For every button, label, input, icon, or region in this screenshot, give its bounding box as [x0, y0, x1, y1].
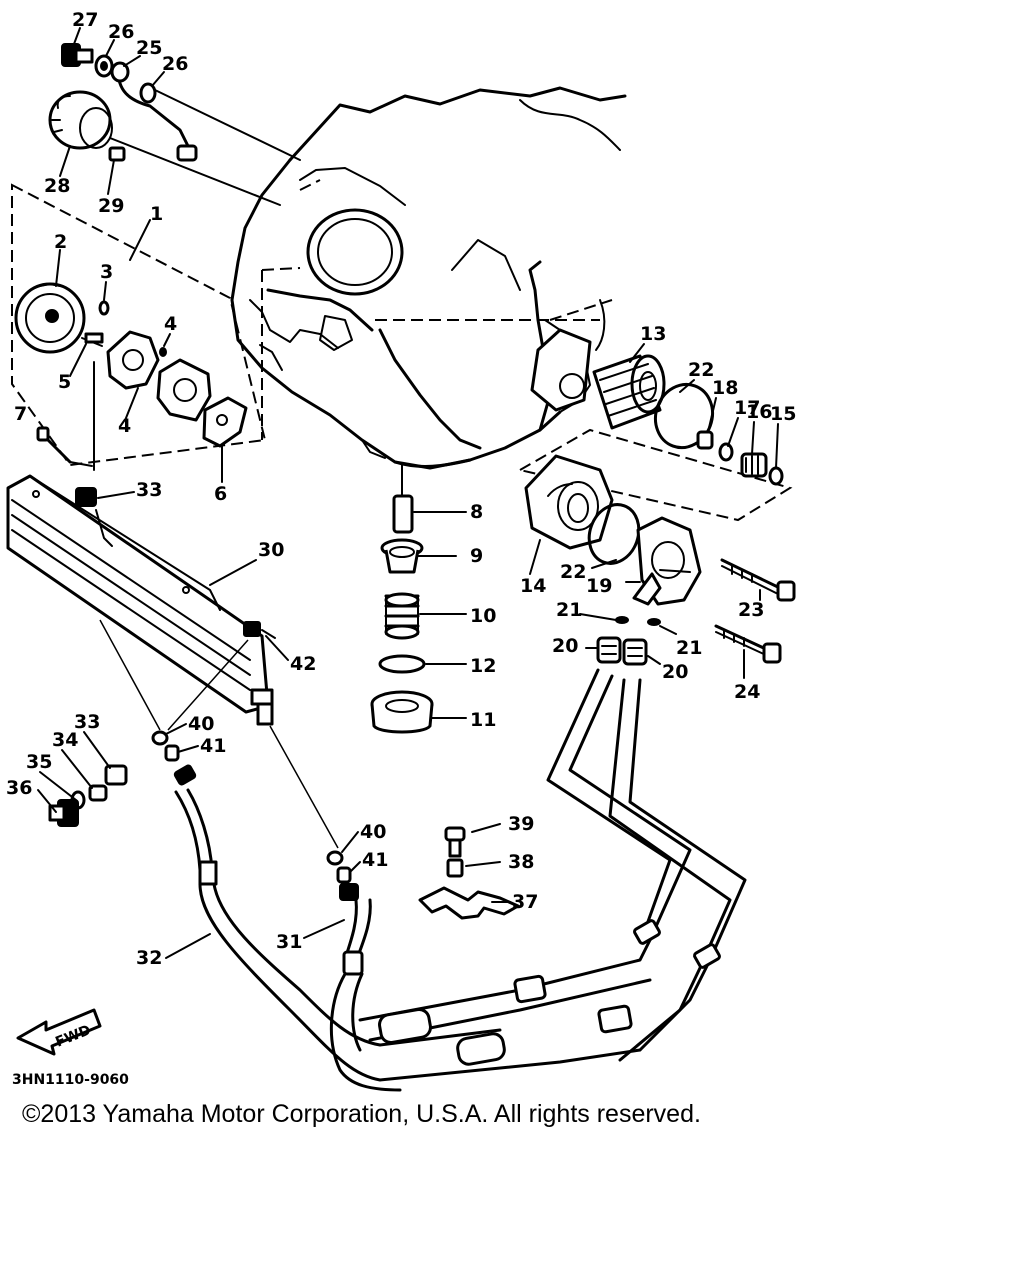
callout-4b: 4: [118, 415, 131, 437]
callout-13: 13: [640, 323, 666, 345]
callout-29: 29: [98, 195, 124, 217]
callout-12: 12: [470, 655, 496, 677]
callout-5: 5: [58, 371, 71, 393]
oil-hoses: [173, 668, 747, 1092]
callout-33: 33: [136, 479, 162, 501]
callout-10: 10: [470, 605, 496, 627]
callout-17: 17: [734, 397, 760, 419]
callout-40b: 40: [360, 821, 386, 843]
callout-22b: 22: [560, 561, 586, 583]
callout-7: 7: [14, 403, 27, 425]
callout-11: 11: [470, 709, 496, 731]
crankcase-housing: [230, 86, 627, 470]
callout-1: 1: [150, 203, 163, 225]
callout-27: 27: [72, 9, 98, 31]
callout-23: 23: [738, 599, 764, 621]
callout-33b: 33: [74, 711, 100, 733]
oil-filler-assembly: [48, 43, 301, 206]
callout-30: 30: [258, 539, 284, 561]
hose-clamp: [418, 823, 520, 920]
callout-18: 18: [712, 377, 738, 399]
callout-26: 26: [108, 21, 134, 43]
callout-38: 38: [508, 851, 534, 873]
callout-2: 2: [54, 231, 67, 253]
callout-20: 20: [552, 635, 578, 657]
callout-25: 25: [136, 37, 162, 59]
callout-37: 37: [512, 891, 538, 913]
callout-6: 6: [214, 483, 227, 505]
callout-42: 42: [290, 653, 316, 675]
callout-8: 8: [470, 501, 483, 523]
callout-4: 4: [164, 313, 177, 335]
callout-leaders: [37, 27, 779, 959]
callout-32: 32: [136, 947, 162, 969]
callout-16: 16: [746, 401, 772, 423]
callout-15: 15: [770, 403, 796, 425]
oil-filter-assembly: [517, 299, 793, 522]
callout-20b: 20: [662, 661, 688, 683]
callout-26b: 26: [162, 53, 188, 75]
cooler-mount-hardware: [48, 725, 352, 884]
oil-cooler: [6, 474, 276, 731]
callout-22: 22: [688, 359, 714, 381]
callout-40: 40: [188, 713, 214, 735]
callout-34: 34: [52, 729, 78, 751]
callout-41: 41: [200, 735, 226, 757]
oil-pump-assembly: [11, 183, 267, 471]
callout-9: 9: [470, 545, 483, 567]
filter-cover-assembly: [524, 454, 796, 679]
callout-39: 39: [508, 813, 534, 835]
callout-21: 21: [556, 599, 582, 621]
callout-24: 24: [734, 681, 760, 703]
callout-28: 28: [44, 175, 70, 197]
callout-labels: 27 26 25 26 28 29 1 2 3 4 5 4 7 6 33 30 …: [6, 9, 796, 969]
copyright-notice: ©2013 Yamaha Motor Corporation, U.S.A. A…: [22, 1100, 701, 1128]
callout-19: 19: [586, 575, 612, 597]
callout-41b: 41: [362, 849, 388, 871]
callout-35: 35: [26, 751, 52, 773]
callout-21b: 21: [676, 637, 702, 659]
callout-31: 31: [276, 931, 302, 953]
relief-valve-stack: [370, 463, 467, 734]
callout-3: 3: [100, 261, 113, 283]
drawing-code: 3HN1110-9060: [12, 1072, 129, 1088]
callout-14: 14: [520, 575, 546, 597]
fwd-arrow-icon: FWD: [16, 1008, 102, 1056]
callout-36: 36: [6, 777, 32, 799]
